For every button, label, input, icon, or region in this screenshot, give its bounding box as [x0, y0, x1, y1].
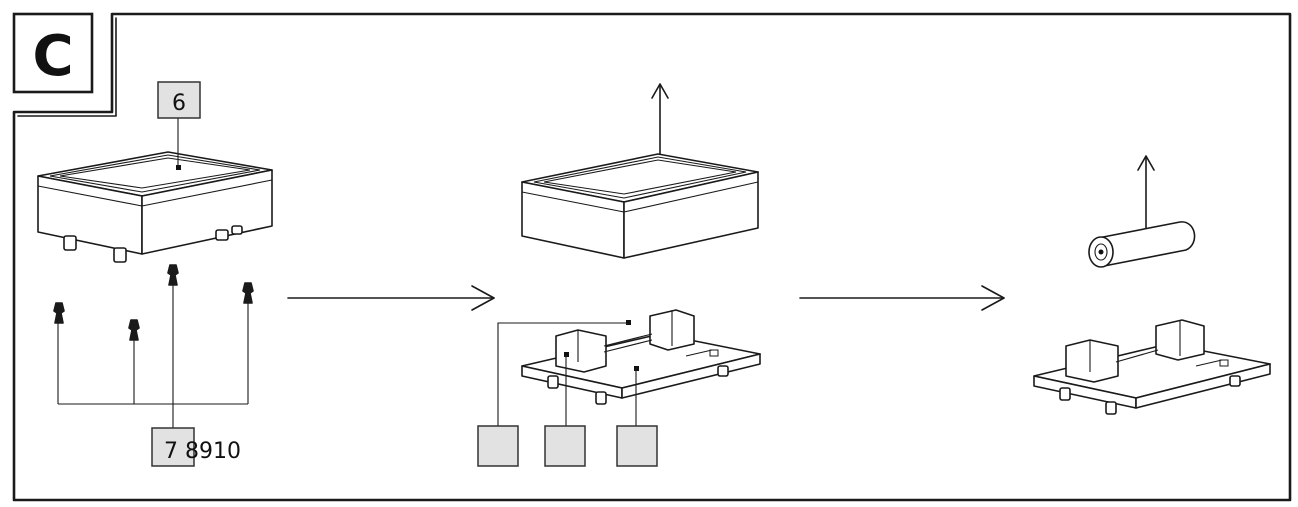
callout-6-text: 6	[172, 91, 186, 116]
callout-6-box	[157, 81, 201, 119]
outer-frame-inner	[17, 17, 117, 117]
battery	[1088, 221, 1196, 268]
callout-blank-1	[477, 425, 519, 467]
arrow-step-1	[287, 285, 495, 311]
mounting-pins	[53, 264, 254, 341]
lift-arrow-battery	[1137, 155, 1155, 229]
callout-feet-box	[151, 427, 195, 467]
callout-feet-leaders	[57, 285, 249, 428]
callout-blank-2	[544, 425, 586, 467]
arrow-step-2	[799, 285, 1005, 311]
callout-feet-text: 7 8910	[164, 439, 241, 464]
lift-arrow-housing	[651, 83, 669, 155]
outer-frame	[12, 12, 1292, 502]
section-letter: C	[32, 24, 73, 89]
callout-blank-3	[616, 425, 658, 467]
circuit-board-empty	[1033, 319, 1271, 415]
housing-lifted	[521, 153, 759, 259]
callout-leaders-panel-2	[497, 322, 637, 426]
housing-assembled	[37, 151, 273, 263]
circuit-board	[521, 309, 761, 405]
section-letter-box	[12, 12, 94, 94]
